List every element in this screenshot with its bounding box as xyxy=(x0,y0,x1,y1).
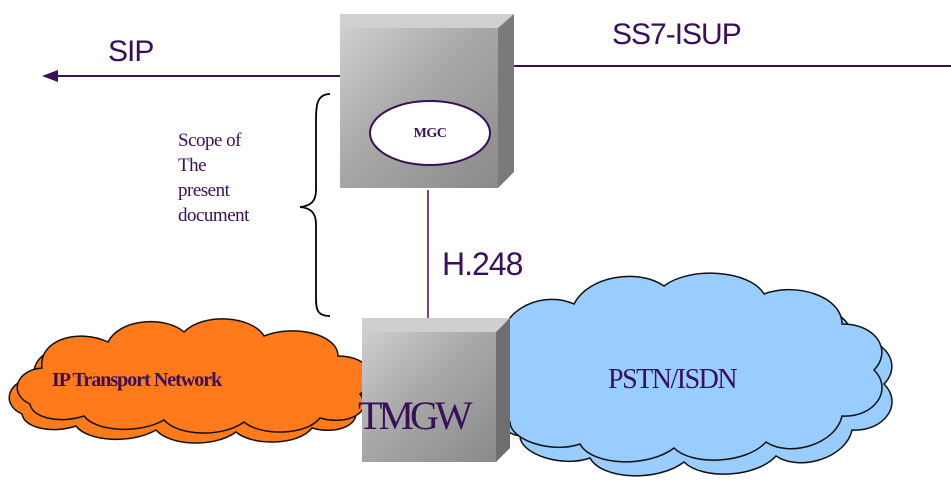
pstn-isdn-label: PSTN/ISDN xyxy=(608,364,738,395)
scope-label: Scope of The present document xyxy=(178,128,288,228)
sip-link xyxy=(42,70,340,82)
tmgw-label: TMGW xyxy=(358,393,473,438)
scope-line-2: The xyxy=(178,155,207,176)
tmgw-box xyxy=(362,318,510,462)
ip-transport-cloud xyxy=(8,318,372,444)
scope-line-4: document xyxy=(178,205,249,226)
scope-line-1: Scope of xyxy=(178,130,242,151)
mgc-label: MGC xyxy=(413,126,447,141)
mgc-ellipse xyxy=(369,100,491,166)
ss7-isup-label: SS7-ISUP xyxy=(612,18,742,51)
pstn-isdn-cloud xyxy=(475,272,893,477)
scope-line-3: present xyxy=(178,180,230,201)
ip-transport-network-label: IP Transport Network xyxy=(52,369,222,391)
sip-label: SIP xyxy=(108,35,154,68)
scope-brace xyxy=(299,93,331,317)
h248-label: H.248 xyxy=(442,246,523,282)
